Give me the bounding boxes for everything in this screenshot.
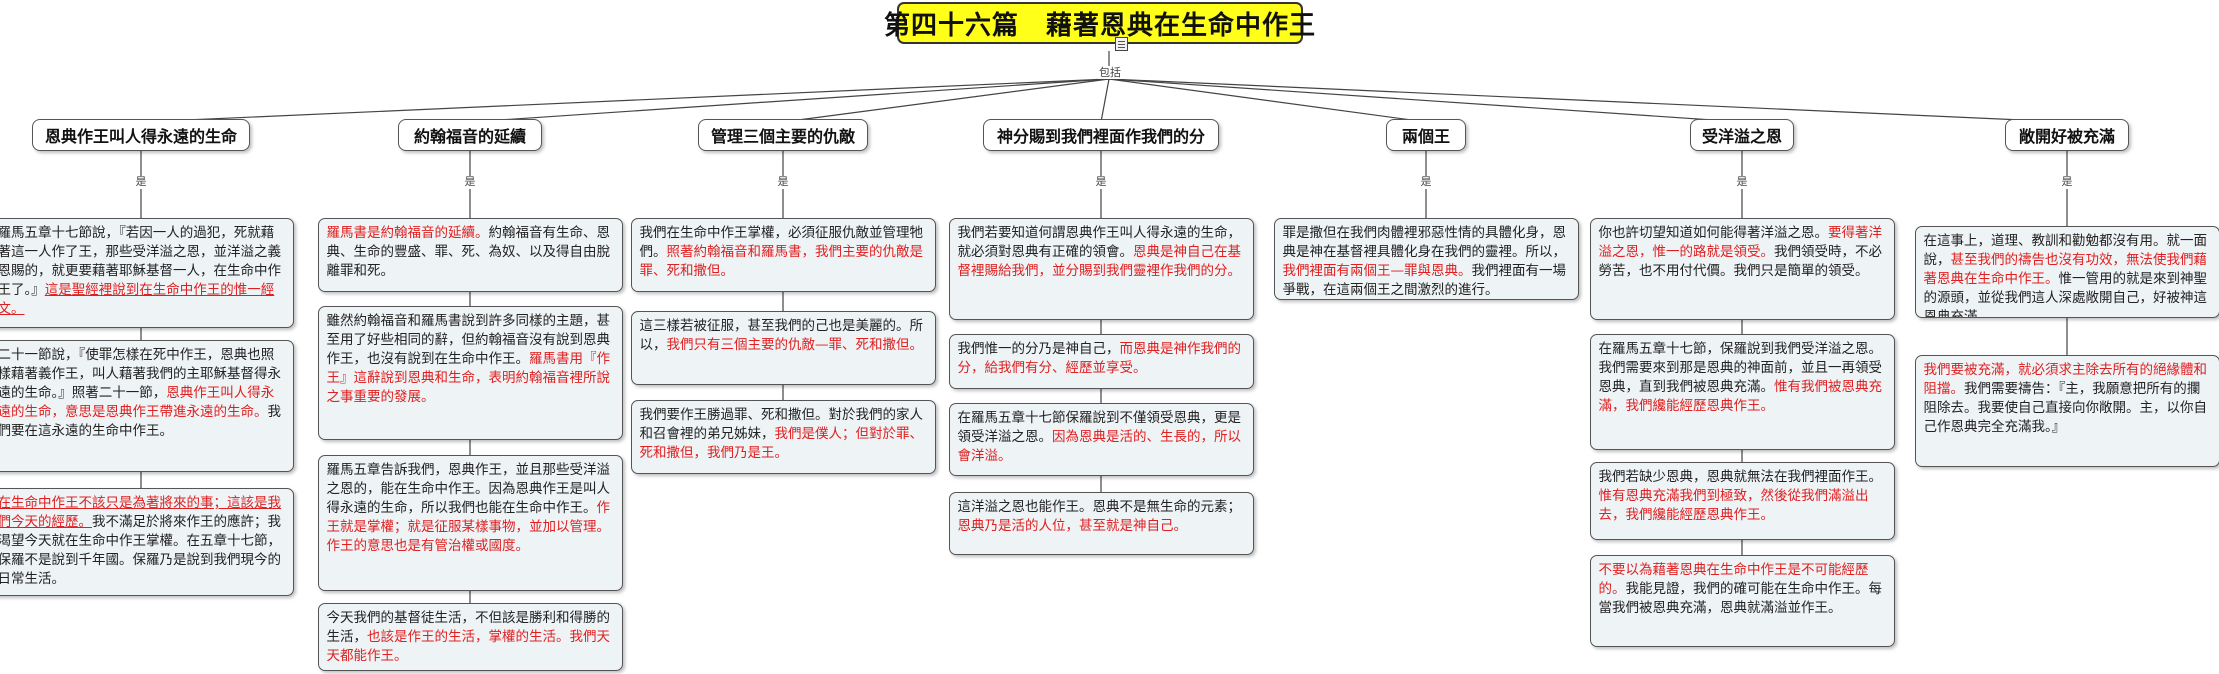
note-text: 這是聖經裡說到在生命中作王的惟一經文。 [0,282,275,317]
topic-node-3[interactable]: 管理三個主要的仇敵 [698,119,868,151]
note-text: 惟有恩典充滿我們到極致，然後從我們滿溢出去，我們纔能經歷恩典作王。 [1598,488,1869,523]
relation-label-is: 是 [463,175,477,188]
relation-label-is: 是 [1419,175,1433,188]
note-card[interactable]: 二十一節說，『使罪怎樣在死中作王，恩典也照樣藉著義作王，叫人藉著我們的主耶穌基督… [0,340,294,472]
note-text: 我不滿足於將來作王的應許；我渴望今天就在生命中作王掌權。在五章十七節，保羅不是說… [0,514,281,587]
root-branch-line [1108,78,1427,123]
note-text: 我們若缺少恩典，恩典就無法在我們裡面作王。 [1598,469,1883,485]
note-text: 我們要作王勝過罪、死和撒但。對於我們的家人和召會裡的弟兄姊妹， [639,407,924,442]
note-text: 惟有我們被恩典充滿，我們纔能經歷恩典作王。 [1598,379,1883,414]
note-card[interactable]: 羅馬五章十七節說，『若因一人的過犯，死就藉著這一人作了王，那些受洋溢之恩，並洋溢… [0,218,294,328]
note-card[interactable]: 我們若要知道何謂恩典作王叫人得永遠的生命，就必須對恩典有正確的領會。恩典是神自己… [948,218,1254,320]
topic-node-6[interactable]: 受洋溢之恩 [1690,119,1794,151]
note-card[interactable]: 我們在生命中作王掌權，必須征服仇敵並管理牠們。照著約翰福音和羅馬書，我們主要的仇… [630,218,936,292]
note-text: 在羅馬五章十七節保羅說到不僅領受恩典，更是領受洋溢之恩。 [957,410,1242,445]
note-card[interactable]: 羅馬書是約翰福音的延續。約翰福音有生命、恩典、生命的豐盛、罪、死、為奴、以及得自… [317,218,623,292]
note-text: 這洋溢之恩也能作王。恩典不是無生命的元素； [957,499,1242,515]
note-icon[interactable] [1115,37,1128,51]
note-text: 羅馬書用『作王』這辭說到恩典和生命，表明約翰福音裡所說之事重要的發展。 [326,351,611,405]
note-text: 羅馬五章告訴我們，恩典作王，並且那些受洋溢之恩的，能在生命中作王。因為恩典作王是… [326,462,611,516]
note-text: 要得著洋溢之恩，惟一的路就是領受。 [1598,225,1883,260]
topic-node-7[interactable]: 敞開好被充滿 [2005,119,2129,151]
note-text: 我們只有三個主要的仇敵—罪、死和撒但。 [666,337,924,353]
root-branch-line [1108,78,1743,123]
note-text: 我們是僕人；但對於罪、死和撒但，我們乃是王。 [639,426,924,461]
note-card[interactable]: 不要以為藉著恩典在生命中作王是不可能經歷的。我能見證，我們的確可能在生命中作王。… [1589,555,1895,647]
root-branch-line [782,78,1110,123]
note-card[interactable]: 這三樣若被征服，甚至我們的己也是美麗的。所以，我們只有三個主要的仇敵—罪、死和撒… [630,311,936,385]
note-text: 因為恩典是活的、生長的，所以會洋溢。 [957,429,1242,464]
relation-label-root: 包括 [1098,66,1122,79]
note-text: 在這事上，道理、教訓和勸勉都沒有用。就一面說， [1923,233,2208,268]
root-branch-line [1100,78,1110,123]
note-text: 在生命中作王不該只是為著將來的事；這該是我們今天的經歷。 [0,495,281,530]
root-branch-line [1108,78,2068,123]
note-text: 不要以為藉著恩典在生命中作王是不可能經歷的。 [1598,562,1869,597]
note-text: 罪是撒但在我們肉體裡邪惡性情的具體化身，恩典是神在基督裡具體化身在我們的靈裡。所… [1282,225,1567,260]
note-text: 我們裡面有兩個王—罪與恩典。 [1282,263,1472,279]
note-text: 今天我們的基督徒生活，不但該是勝利和得勝的生活， [326,610,611,645]
note-card[interactable]: 我們惟一的分乃是神自己，而恩典是神作我們的分，給我們有分、經歷並享受。 [948,334,1254,389]
topic-node-5[interactable]: 兩個王 [1386,119,1466,151]
note-text: 而恩典是神作我們的分，給我們有分、經歷並享受。 [957,341,1242,376]
relation-label-is: 是 [1735,175,1749,188]
root-branch-line [469,78,1110,123]
root-branch-line [140,78,1110,123]
note-text: 恩典作王叫人得永遠的生命，意思是恩典作王帶進永遠的生命。 [0,385,275,420]
note-text: 雖然約翰福音和羅馬書說到許多同樣的主題，甚至用了好些相同的辭，但約翰福音沒有說到… [326,313,611,367]
note-text: 約翰福音有生命、恩典、生命的豐盛、罪、死、為奴、以及得自由脫離罪和死。 [326,225,611,279]
note-text: 在羅馬五章十七節，保羅說到我們受洋溢之恩。我們需要來到那是恩典的神面前，並且一再… [1598,341,1883,395]
note-card[interactable]: 這洋溢之恩也能作王。恩典不是無生命的元素； 恩典乃是活的人位，甚至就是神自己。 [948,492,1254,555]
note-card[interactable]: 罪是撒但在我們肉體裡邪惡性情的具體化身，恩典是神在基督裡具體化身在我們的靈裡。所… [1273,218,1579,300]
note-text: 我們裡面有一場爭戰，在這兩個王之間激烈的進行。 [1282,263,1567,298]
note-card[interactable]: 在這事上，道理、教訓和勸勉都沒有用。就一面說，甚至我們的禱告也沒有功效，無法使我… [1914,226,2219,318]
note-text: 我能見證，我們的確可能在生命中作王。每當我們被恩典充滿，恩典就滿溢並作王。 [1598,581,1883,616]
topic-node-4[interactable]: 神分賜到我們裡面作我們的分 [983,119,1219,151]
relation-label-is: 是 [134,175,148,188]
note-card[interactable]: 我們要作王勝過罪、死和撒但。對於我們的家人和召會裡的弟兄姊妹，我們是僕人；但對於… [630,400,936,474]
note-card[interactable]: 我們若缺少恩典，恩典就無法在我們裡面作王。惟有恩典充滿我們到極致，然後從我們滿溢… [1589,462,1895,540]
relation-label-is: 是 [776,175,790,188]
note-text: 我們在生命中作王掌權，必須征服仇敵並管理牠們。 [639,225,924,260]
topic-node-1[interactable]: 恩典作王叫人得永遠的生命 [32,119,250,151]
note-text: 羅馬書是約翰福音的延續。 [326,225,489,241]
note-card[interactable]: 雖然約翰福音和羅馬書說到許多同樣的主題，甚至用了好些相同的辭，但約翰福音沒有說到… [317,306,623,440]
note-card[interactable]: 我們要被充滿，就必須求主除去所有的絕緣體和阻擋。我們需要禱告：『主，我願意把所有… [1914,355,2219,467]
note-text: 恩典是神自己在基督裡賜給我們，並分賜到我們靈裡作我們的分。 [957,244,1242,279]
note-card[interactable]: 在羅馬五章十七節保羅說到不僅領受恩典，更是領受洋溢之恩。因為恩典是活的、生長的，… [948,403,1254,476]
note-text: 羅馬五章十七節說，『若因一人的過犯，死就藉著這一人作了王，那些受洋溢之恩，並洋溢… [0,225,281,298]
note-text: 你也許切望知道如何能得著洋溢之恩。 [1598,225,1829,241]
note-text: 二十一節說，『使罪怎樣在死中作王，恩典也照樣藉著義作王，叫人藉著我們的主耶穌基督… [0,347,281,401]
note-text: 我們要被充滿，就必須求主除去所有的絕緣體和阻擋。 [1923,362,2208,397]
topic-node-2[interactable]: 約翰福音的延續 [398,119,542,151]
relation-label-is: 是 [2060,175,2074,188]
root-title[interactable]: 第四十六篇 藉著恩典在生命中作王 [884,2,1315,44]
note-text: 我們要在這永遠的生命中作王。 [0,404,281,439]
relation-label-is: 是 [1094,175,1108,188]
note-card[interactable]: 羅馬五章告訴我們，恩典作王，並且那些受洋溢之恩的，能在生命中作王。因為恩典作王是… [317,455,623,591]
note-card[interactable]: 你也許切望知道如何能得著洋溢之恩。要得著洋溢之恩，惟一的路就是領受。我們領受時，… [1589,218,1895,320]
note-card[interactable]: 在生命中作王不該只是為著將來的事；這該是我們今天的經歷。我不滿足於將來作王的應許… [0,488,294,596]
note-text: 恩典乃是活的人位，甚至就是神自己。 [957,518,1188,534]
note-text: 照著約翰福音和羅馬書，我們主要的仇敵是罪、死和撒但。 [639,244,924,279]
note-text: 也該是作王的生活，掌權的生活。我們天天都能作王。 [326,629,611,664]
note-text: 甚至我們的禱告也沒有功效，無法使我們藉著恩典在生命中作王。 [1923,252,2208,287]
note-text: 我們若要知道何謂恩典作王叫人得永遠的生命，就必須對恩典有正確的領會。 [957,225,1242,260]
note-text: 我們惟一的分乃是神自己， [957,341,1120,357]
note-text: 我們領受時，不必勞苦，也不用付代價。我們只是簡單的領受。 [1598,244,1883,279]
note-text: 作王就是掌權；就是征服某樣事物，並加以管理。作王的意思也是有管治權或國度。 [326,500,611,554]
note-text: 惟一管用的就是來到神聖的源頭，並從我們這人深處敞開自己，好被神這恩典充滿。 [1923,271,2208,318]
note-card[interactable]: 今天我們的基督徒生活，不但該是勝利和得勝的生活，也該是作王的生活，掌權的生活。我… [317,603,623,671]
note-card[interactable]: 在羅馬五章十七節，保羅說到我們受洋溢之恩。我們需要來到那是恩典的神面前，並且一再… [1589,334,1895,450]
note-text: 這三樣若被征服，甚至我們的己也是美麗的。所以， [639,318,924,353]
note-text: 我們需要禱告：『主，我願意把所有的攔阻除去。我要使自己直接向你敞開。主，以你自己… [1923,381,2208,435]
